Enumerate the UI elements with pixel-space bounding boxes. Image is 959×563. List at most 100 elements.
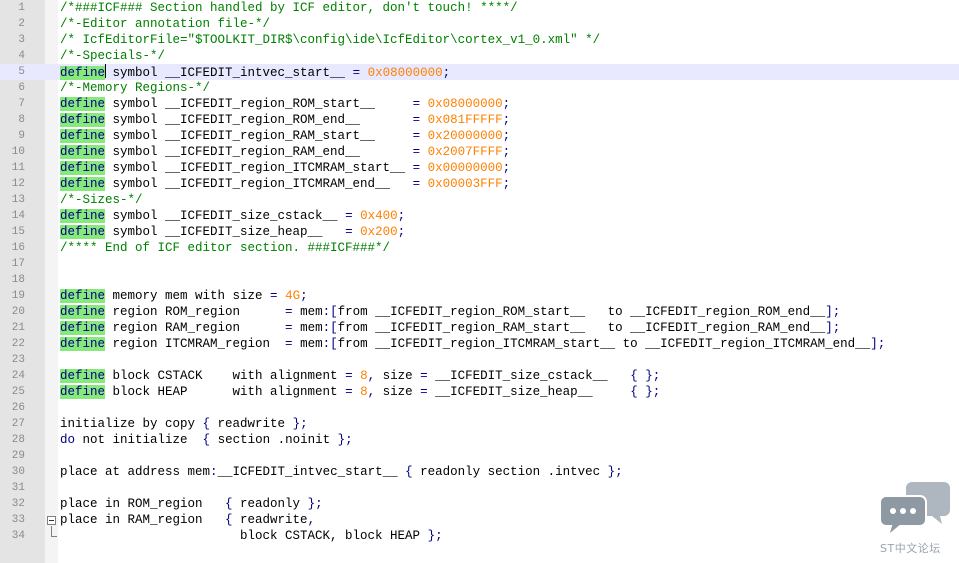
number-token: 0x08000000 (367, 66, 443, 80)
code-text[interactable]: /*-Specials-*/ (60, 48, 165, 64)
code-line[interactable]: 6/*-Memory Regions-*/ (0, 80, 959, 96)
code-text[interactable]: /* IcfEditorFile="$TOOLKIT_DIR$\config\i… (60, 32, 600, 48)
code-line[interactable]: 18 (0, 272, 959, 288)
code-line[interactable]: 11 define symbol __ICFEDIT_region_ITCMRAM… (0, 160, 959, 176)
code-text[interactable]: define symbol __ICFEDIT_intvec_start__ =… (60, 64, 450, 81)
code-text[interactable]: block CSTACK, block HEAP }; (60, 528, 443, 544)
code-token: }; (337, 433, 353, 447)
code-token: symbol __ICFEDIT_region_ITCMRAM_end__ (105, 177, 413, 191)
code-text[interactable]: define symbol __ICFEDIT_size_heap__ = 0x… (60, 224, 405, 240)
code-line[interactable]: 4/*-Specials-*/ (0, 48, 959, 64)
comment-token: /*-Specials-*/ (60, 49, 166, 63)
code-line[interactable]: 1/*###ICF### Section handled by ICF edit… (0, 0, 959, 16)
code-token: ; (502, 177, 511, 191)
code-text[interactable]: define region ITCMRAM_region = mem:[from… (60, 336, 885, 352)
code-text[interactable]: do not initialize { section .noinit }; (60, 432, 353, 448)
code-line[interactable]: 2/*-Editor annotation file-*/ (0, 16, 959, 32)
line-number: 22 (11, 338, 25, 350)
code-text[interactable]: /*-Memory Regions-*/ (60, 80, 210, 96)
code-line[interactable]: 26 (0, 400, 959, 416)
code-line[interactable]: 23 (0, 352, 959, 368)
line-number: 14 (11, 210, 25, 222)
line-number: 3 (18, 34, 25, 46)
code-line[interactable]: 3 /* IcfEditorFile="$TOOLKIT_DIR$\config\… (0, 32, 959, 48)
code-text[interactable]: define symbol __ICFEDIT_region_ROM_end__… (60, 112, 510, 128)
code-text[interactable]: /**** End of ICF editor section. ###ICF#… (60, 240, 390, 256)
code-text[interactable]: define memory mem with size = 4G; (60, 288, 308, 304)
line-number: 27 (11, 418, 25, 430)
code-text[interactable]: define region RAM_region = mem:[from __I… (60, 320, 840, 336)
code-token: readwrite (232, 513, 308, 527)
code-text[interactable]: define region ROM_region = mem:[from __I… (60, 304, 840, 320)
keyword-token: define (60, 321, 106, 335)
code-line[interactable]: 8 define symbol __ICFEDIT_region_ROM_end_… (0, 112, 959, 128)
code-token: ]; (825, 321, 841, 335)
code-text[interactable]: define symbol __ICFEDIT_size_cstack__ = … (60, 208, 405, 224)
line-number-gutter (0, 0, 45, 563)
code-text[interactable]: /*-Sizes-*/ (60, 192, 143, 208)
keyword-token: define (60, 369, 106, 383)
code-line[interactable]: 31 (0, 480, 959, 496)
code-token: readonly (232, 497, 308, 511)
code-text[interactable]: initialize by copy { readwrite }; (60, 416, 308, 432)
code-text[interactable]: place in RAM_region { readwrite, (60, 512, 315, 528)
code-token (420, 113, 428, 127)
code-text[interactable]: /*###ICF### Section handled by ICF edito… (60, 0, 518, 16)
comment-token: /*-Sizes-*/ (60, 193, 143, 207)
code-line[interactable]: 22 define region ITCMRAM_region = mem:[fr… (0, 336, 959, 352)
code-text[interactable]: place at address mem:__ICFEDIT_intvec_st… (60, 464, 623, 480)
code-token: ; (397, 225, 406, 239)
code-text[interactable]: define block CSTACK with alignment = 8, … (60, 368, 660, 384)
code-line[interactable]: 34 block CSTACK, block HEAP }; (0, 528, 959, 544)
code-text[interactable]: define symbol __ICFEDIT_region_ITCMRAM_s… (60, 160, 510, 176)
code-token: = (420, 385, 428, 399)
code-token: symbol __ICFEDIT_region_ROM_end__ (105, 113, 413, 127)
code-token: memory mem with size (105, 289, 271, 303)
line-number: 33 (11, 514, 25, 526)
code-text[interactable]: place in ROM_region { readonly }; (60, 496, 323, 512)
code-line[interactable]: 16/**** End of ICF editor section. ###IC… (0, 240, 959, 256)
keyword-token: define (60, 225, 106, 239)
code-text[interactable]: define symbol __ICFEDIT_region_ITCMRAM_e… (60, 176, 510, 192)
code-text[interactable]: define block HEAP with alignment = 8, si… (60, 384, 660, 400)
code-token (360, 66, 368, 80)
code-text[interactable]: define symbol __ICFEDIT_region_RAM_start… (60, 128, 510, 144)
code-token: symbol __ICFEDIT_size_cstack__ (105, 209, 346, 223)
fold-end-marker (51, 536, 57, 537)
line-number: 11 (11, 162, 25, 174)
code-line[interactable]: 33 place in RAM_region { readwrite, (0, 512, 959, 528)
code-text[interactable]: define symbol __ICFEDIT_region_ROM_start… (60, 96, 510, 112)
code-token: place in ROM_region (60, 497, 226, 511)
code-line[interactable]: 17 (0, 256, 959, 272)
number-token: 8 (360, 385, 368, 399)
code-token: = (285, 337, 293, 351)
code-line[interactable]: 13 /*-Sizes-*/ (0, 192, 959, 208)
line-number: 8 (18, 114, 25, 126)
code-text[interactable]: /*-Editor annotation file-*/ (60, 16, 270, 32)
code-line[interactable]: 14 define symbol __ICFEDIT_size_cstack__ … (0, 208, 959, 224)
number-token: 8 (360, 369, 368, 383)
code-line[interactable]: 27 initialize by copy { readwrite }; (0, 416, 959, 432)
code-token: { }; (630, 385, 661, 399)
line-number: 13 (11, 194, 25, 206)
code-token: : (210, 465, 218, 479)
fold-toggle-icon[interactable] (47, 516, 56, 525)
code-line[interactable]: 29 (0, 448, 959, 464)
keyword-token: define (60, 305, 106, 319)
code-text[interactable]: define symbol __ICFEDIT_region_RAM_end__… (60, 144, 510, 160)
